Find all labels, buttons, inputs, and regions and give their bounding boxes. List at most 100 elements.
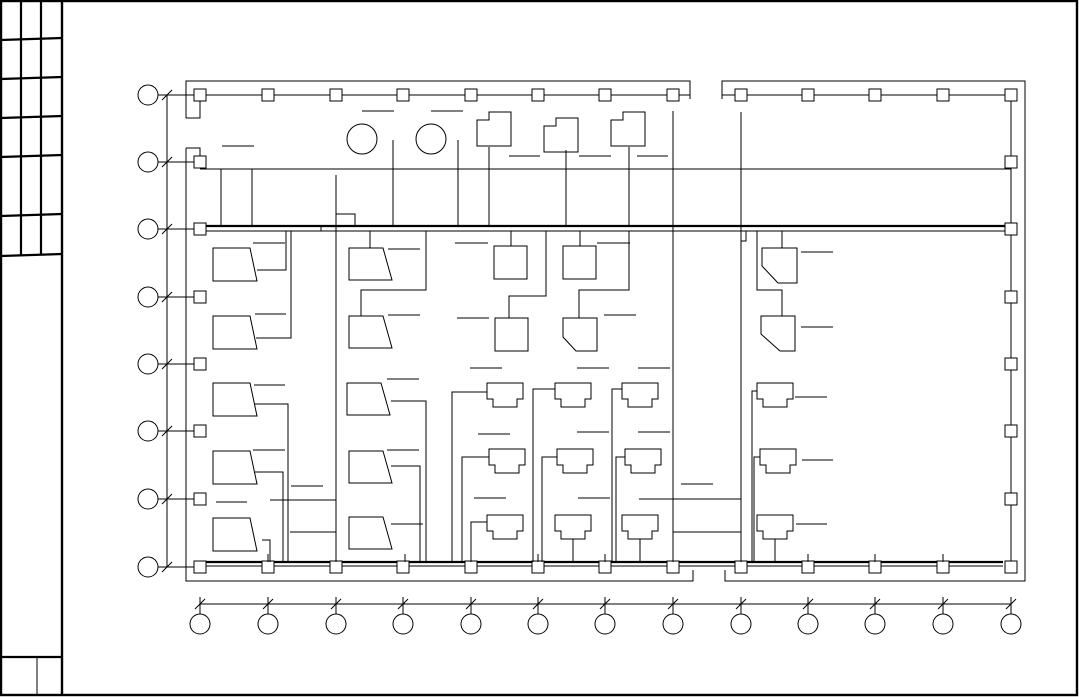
column-square xyxy=(396,88,410,102)
wire-line xyxy=(391,465,421,562)
fixture-outline xyxy=(759,448,797,474)
column-axis-c11 xyxy=(864,88,886,635)
column-square xyxy=(936,560,950,574)
column-square xyxy=(193,222,207,236)
column-square xyxy=(329,560,343,574)
column-axis-bubble xyxy=(1000,613,1022,635)
column-square xyxy=(1004,560,1018,574)
machine-outline xyxy=(212,382,258,417)
column-square xyxy=(193,290,207,304)
tank-outline xyxy=(415,123,447,155)
wire-line xyxy=(578,231,630,318)
column-square xyxy=(734,88,748,102)
fixture-outline xyxy=(488,448,526,474)
column-axis-bubble xyxy=(797,613,819,635)
row-axis-bubble xyxy=(137,286,159,308)
column-square xyxy=(1004,492,1018,506)
wall-outline xyxy=(186,95,201,119)
column-square xyxy=(193,492,207,506)
wall-outline xyxy=(721,80,1026,582)
fixture-outline xyxy=(624,448,662,474)
column-square xyxy=(868,88,882,102)
column-axis-bubble xyxy=(527,613,549,635)
equipment-outline xyxy=(562,317,598,352)
equipment-outline xyxy=(476,111,512,147)
column-axis-c12 xyxy=(932,88,954,635)
wire-line xyxy=(262,539,271,562)
column-square xyxy=(531,560,545,574)
equipment-outline xyxy=(562,245,597,280)
column-square xyxy=(801,88,815,102)
column-square xyxy=(193,560,207,574)
equipment-layout xyxy=(212,111,798,552)
row-axis-r3 xyxy=(137,218,1018,240)
column-square xyxy=(936,88,950,102)
machine-outline xyxy=(212,315,258,350)
equipment-outline xyxy=(494,317,529,352)
fixture-outline xyxy=(486,382,524,408)
column-axis-bubble xyxy=(189,613,211,635)
machine-outline xyxy=(212,450,258,485)
wiring-lines xyxy=(216,110,944,562)
row-axis-bubble xyxy=(137,218,159,240)
column-square xyxy=(598,88,612,102)
column-axis-c6 xyxy=(527,88,549,635)
wire-line xyxy=(756,231,783,316)
column-square xyxy=(193,357,207,371)
equipment-outline xyxy=(760,315,796,352)
wire-line xyxy=(470,521,487,562)
wire-line xyxy=(753,456,760,562)
fixture-outline xyxy=(756,382,794,408)
machine-outline xyxy=(348,315,393,349)
wire-line xyxy=(741,231,747,242)
wall-outline xyxy=(185,148,694,582)
column-axis-c1 xyxy=(189,88,211,635)
column-axis-c8 xyxy=(662,88,684,635)
column-axis-bubble xyxy=(392,613,414,635)
wire-line xyxy=(336,213,356,226)
column-axis-c4 xyxy=(392,88,414,635)
column-axis-bubble xyxy=(662,613,684,635)
column-square xyxy=(868,560,882,574)
machine-outline xyxy=(212,247,258,282)
column-square xyxy=(734,560,748,574)
tank-outline xyxy=(346,123,378,155)
equipment-outline xyxy=(610,111,646,147)
wire-line xyxy=(541,456,557,562)
column-square xyxy=(329,88,343,102)
wire-line xyxy=(391,400,427,562)
grid-axes xyxy=(137,84,1022,635)
fixture-outline xyxy=(554,514,592,540)
fixture-outline xyxy=(554,382,592,408)
machine-outline xyxy=(346,382,391,416)
wire-line xyxy=(255,403,289,562)
column-axis-bubble xyxy=(594,613,616,635)
wall-outline xyxy=(185,80,691,118)
fixture-outline xyxy=(556,448,594,474)
column-axis-bubble xyxy=(460,613,482,635)
machine-outline xyxy=(348,247,393,281)
column-square xyxy=(1004,357,1018,371)
column-square xyxy=(1004,222,1018,236)
column-axis-bubble xyxy=(257,613,279,635)
fixture-outline xyxy=(486,514,524,540)
column-square xyxy=(666,560,680,574)
column-square xyxy=(801,560,815,574)
column-square xyxy=(1004,155,1018,169)
row-axis-r6 xyxy=(137,420,1018,442)
column-axis-bubble xyxy=(932,613,954,635)
fixture-outline xyxy=(621,514,659,540)
row-axis-bubble xyxy=(137,488,159,510)
column-square xyxy=(464,88,478,102)
equipment-outline xyxy=(493,245,528,280)
row-axis-bubble xyxy=(137,151,159,173)
row-axis-bubble xyxy=(137,84,159,106)
column-square xyxy=(193,424,207,438)
wire-line xyxy=(255,471,284,562)
column-square xyxy=(1004,88,1018,102)
column-square xyxy=(261,560,275,574)
column-square xyxy=(396,560,410,574)
column-square xyxy=(666,88,680,102)
wire-line xyxy=(611,388,622,562)
